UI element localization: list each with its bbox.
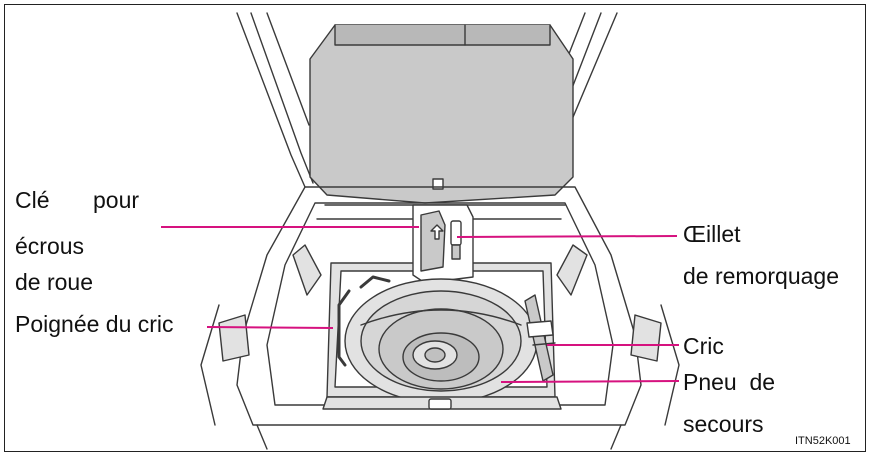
leader-line-spare-tire xyxy=(500,380,680,383)
trunk-outline xyxy=(236,186,642,426)
spare-tire-drawing xyxy=(344,278,538,404)
label-spare-tire-line2: secours xyxy=(683,411,764,437)
label-wheel-nut-wrench-word2: pour xyxy=(93,187,140,213)
tonneau-cover xyxy=(309,24,574,204)
label-towing-eyelet-line1: Œillet xyxy=(683,221,741,247)
jack-handle-drawing xyxy=(337,289,351,367)
label-wheel-nut-wrench-word1: Clé xyxy=(15,187,50,213)
label-wheel-nut-wrench-word4: de roue xyxy=(15,269,94,295)
label-towing-eyelet-line2: de remorquage xyxy=(683,263,839,289)
leader-lines xyxy=(161,226,680,383)
label-wheel-nut-wrench-word3: écrous xyxy=(15,233,85,259)
hatch-frame-left xyxy=(236,12,314,188)
figure-code: ITN52K001 xyxy=(795,435,851,447)
jack-drawing xyxy=(524,294,556,382)
tool-holder xyxy=(412,204,474,284)
trunk-illustration xyxy=(161,12,680,450)
leader-line-jack-handle xyxy=(206,326,334,329)
leader-line-towing-eyelet xyxy=(456,235,678,238)
figure-frame: Clé pour écrous de roue Poignée du cric … xyxy=(4,4,866,452)
label-spare-tire-line1: Pneu de xyxy=(683,369,776,395)
label-jack-handle: Poignée du cric xyxy=(15,311,174,337)
label-jack: Cric xyxy=(683,333,724,359)
